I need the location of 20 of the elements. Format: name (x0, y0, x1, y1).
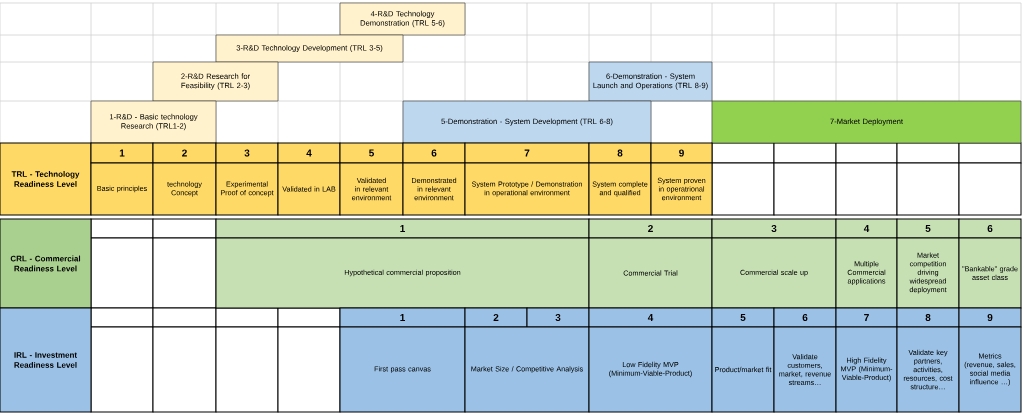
level-number-cell: 9 (650, 142, 713, 164)
level-number-cell: 7 (464, 142, 590, 164)
level-number-cell: 4 (277, 142, 341, 164)
level-number-cell: 5 (896, 218, 960, 239)
level-number-cell: 5 (711, 307, 775, 328)
level-number-cell: 3 (215, 142, 279, 164)
level-number-cell: 3 (526, 307, 590, 328)
row-header: IRL - Investment Readiness Level (0, 307, 92, 413)
level-number-cell: 6 (773, 307, 837, 328)
level-number-cell: 6 (402, 142, 466, 164)
level-number-cell: 6 (958, 218, 1022, 239)
row-header: TRL - Technology Readiness Level (0, 142, 92, 216)
level-number-cell: 2 (152, 142, 217, 164)
level-number-cell: 8 (896, 307, 960, 328)
level-number-cell: 5 (339, 142, 404, 164)
level-number-cell: 1 (90, 142, 154, 164)
level-number-cell: 8 (588, 142, 652, 164)
level-number-cell: 9 (958, 307, 1022, 328)
level-number-cell: 2 (464, 307, 528, 328)
row-header: CRL - Commercial Readiness Level (0, 218, 92, 309)
